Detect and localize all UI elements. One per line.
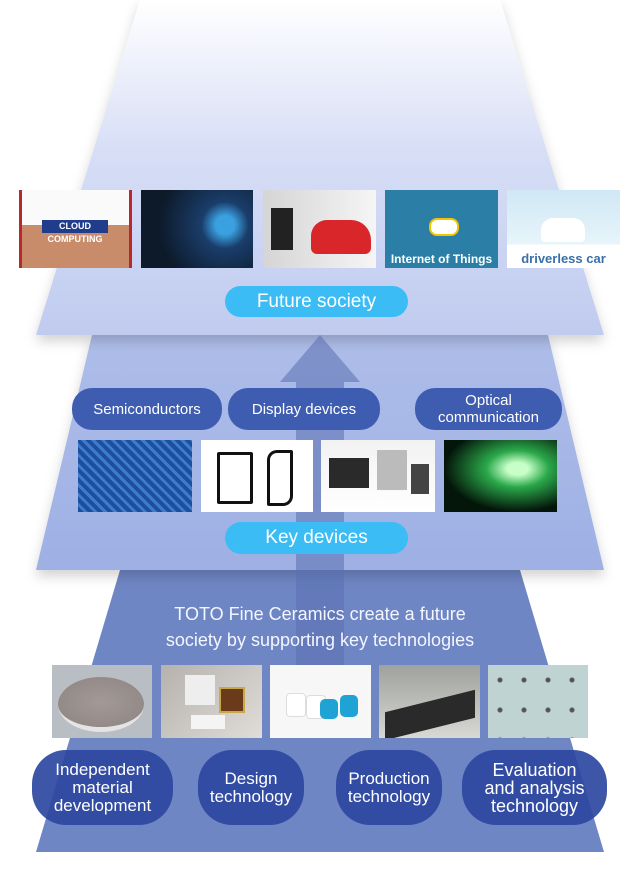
internet-of-things-image: Internet of Things xyxy=(385,190,498,268)
category-optical-communication: Optical communication xyxy=(415,388,562,430)
headline-line-1: TOTO Fine Ceramics create a future xyxy=(174,604,466,624)
tech-label-line: Production xyxy=(348,768,430,788)
tech-label-line: material xyxy=(72,777,133,797)
tech-label-line: technology xyxy=(490,795,579,816)
cloud-computing-image: CLOUD COMPUTING xyxy=(19,190,132,268)
ceramic-package-image xyxy=(161,665,262,738)
iot-caption: Internet of Things xyxy=(390,252,493,266)
headline-line-2: society by supporting key technologies xyxy=(165,630,475,650)
cloud-computing-caption: CLOUD COMPUTING xyxy=(42,220,108,244)
ceramic-beams-image xyxy=(379,665,480,738)
tech-label-line: technology xyxy=(209,786,293,806)
tech-label-line: technology xyxy=(347,786,431,806)
tech-label-line: and analysis xyxy=(484,777,585,798)
category-semiconductors: Semiconductors xyxy=(72,388,222,430)
car-touchscreen-image xyxy=(141,190,253,268)
electric-car-charging-image xyxy=(263,190,376,268)
category-display-devices: Display devices xyxy=(228,388,380,430)
ceramic-chuck-image xyxy=(52,665,152,738)
ceramic-nozzles-image xyxy=(270,665,371,738)
tech-label-line: Evaluation xyxy=(492,759,577,780)
circuit-board-image xyxy=(78,440,192,512)
optical-fiber-image xyxy=(444,440,557,512)
display-equipment-image xyxy=(321,440,435,512)
tech-label-line: Independent xyxy=(55,759,150,779)
tech-label-line: development xyxy=(53,795,152,815)
driverless-car-image: driverless car xyxy=(507,190,620,268)
ceramic-pins-image xyxy=(488,665,588,738)
key-devices-label: Key devices xyxy=(225,522,408,554)
future-society-label: Future society xyxy=(225,286,408,317)
top-tier xyxy=(36,0,604,335)
driverless-car-caption: driverless car xyxy=(521,251,606,266)
tech-label-line: Design xyxy=(224,768,278,788)
flexible-display-image xyxy=(201,440,313,512)
headline: TOTO Fine Ceramics create a future socie… xyxy=(100,601,540,653)
